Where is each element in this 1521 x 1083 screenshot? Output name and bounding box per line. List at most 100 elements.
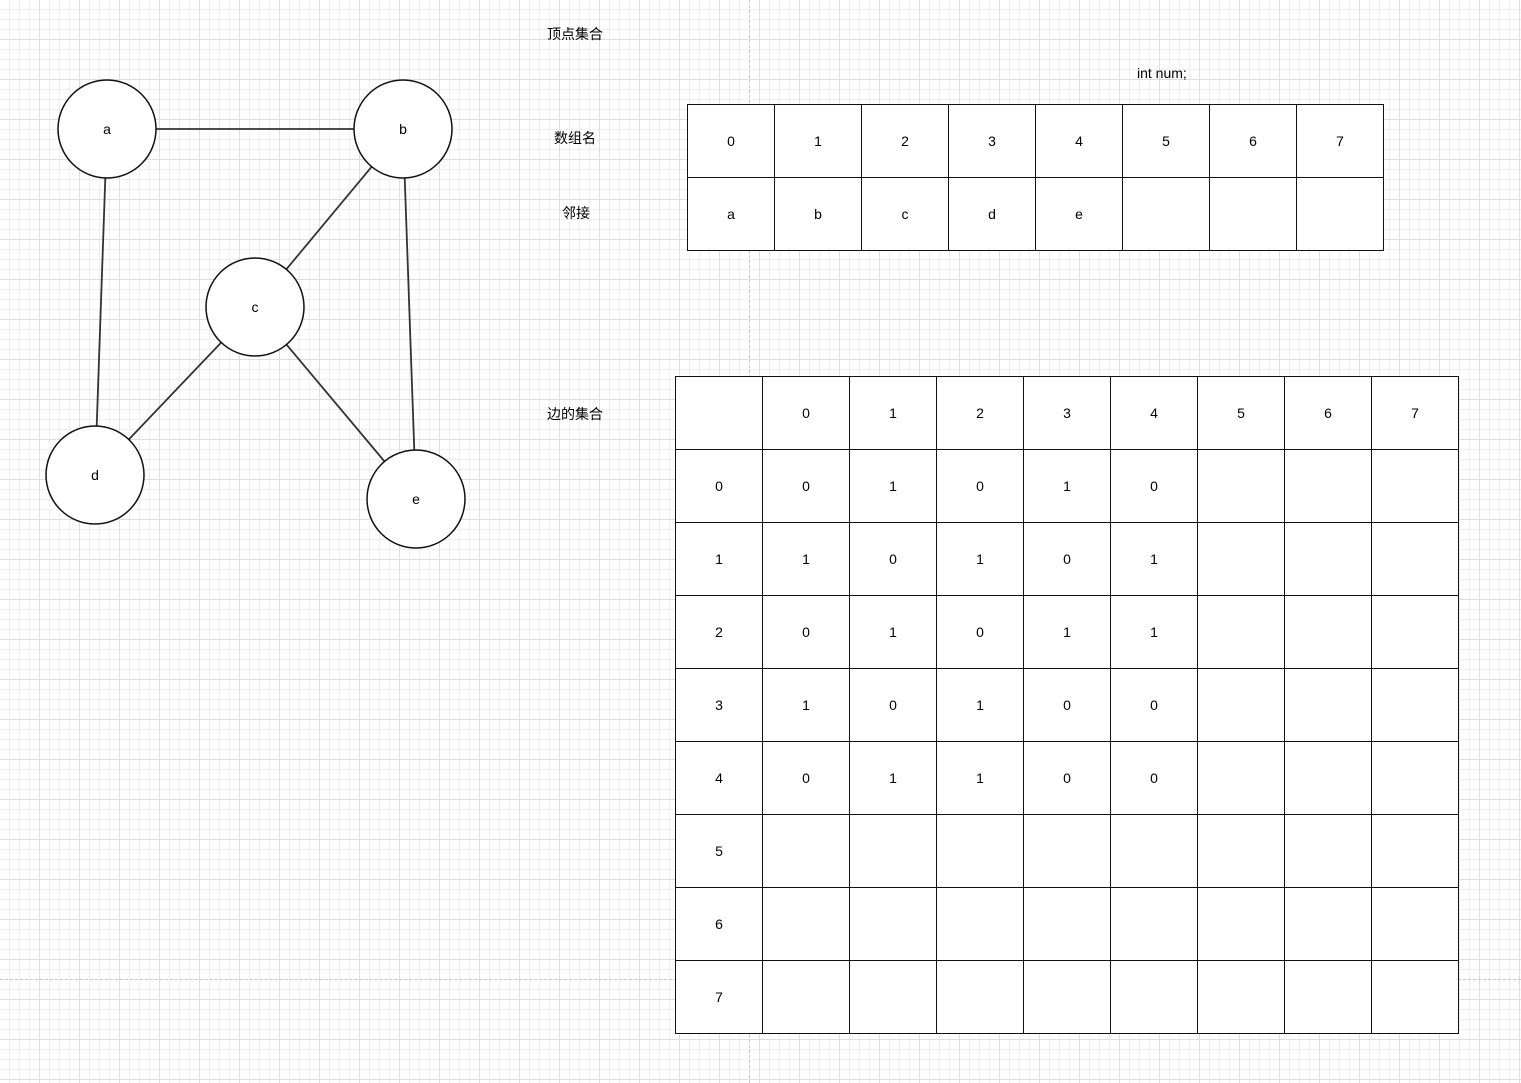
matrix-cell (1197, 668, 1285, 742)
matrix-cell (1197, 449, 1285, 523)
vertex-value-cell: b (774, 177, 862, 251)
matrix-cell: 1 (1023, 449, 1111, 523)
vertex-value-cell: d (948, 177, 1036, 251)
node-label: e (412, 491, 420, 507)
matrix-cell: 0 (849, 668, 937, 742)
matrix-cell: 1 (1110, 595, 1198, 669)
array-name-label: 数组名 (554, 131, 596, 147)
vertex-index-cell: 7 (1296, 104, 1384, 178)
adjacent-label: 邻接 (562, 206, 590, 222)
matrix-cell (1023, 814, 1111, 888)
node-circle (57, 79, 157, 179)
matrix-cell (762, 960, 850, 1034)
edge-set-label: 边的集合 (547, 407, 603, 423)
vertex-index-cell: 6 (1209, 104, 1297, 178)
matrix-cell (1371, 814, 1459, 888)
node-e: e (366, 449, 466, 549)
matrix-col-header: 0 (762, 376, 850, 450)
matrix-cell (1023, 887, 1111, 961)
vertex-set-label: 顶点集合 (547, 27, 603, 43)
matrix-cell (1110, 814, 1198, 888)
matrix-cell: 0 (762, 449, 850, 523)
matrix-cell: 1 (762, 522, 850, 596)
matrix-corner-cell (675, 376, 763, 450)
matrix-cell: 1 (936, 741, 1024, 815)
matrix-cell: 1 (936, 522, 1024, 596)
edge-c-e (285, 343, 386, 463)
matrix-row-header: 4 (675, 741, 763, 815)
matrix-cell: 0 (1110, 741, 1198, 815)
matrix-cell (1197, 960, 1285, 1034)
matrix-col-header: 7 (1371, 376, 1459, 450)
matrix-row-header: 2 (675, 595, 763, 669)
matrix-col-header: 2 (936, 376, 1024, 450)
matrix-cell: 0 (936, 595, 1024, 669)
matrix-cell: 1 (936, 668, 1024, 742)
matrix-cell (1371, 449, 1459, 523)
vertex-value-row: a b c d e (687, 177, 1384, 251)
matrix-row-header: 6 (675, 887, 763, 961)
vertex-value-cell (1296, 177, 1384, 251)
node-label: d (91, 467, 99, 483)
edge-b-c (285, 166, 373, 270)
matrix-cell (1371, 887, 1459, 961)
node-c: c (205, 257, 305, 357)
matrix-cell: 0 (1110, 668, 1198, 742)
matrix-cell (1023, 960, 1111, 1034)
matrix-cell (1371, 595, 1459, 669)
matrix-cell (1284, 449, 1372, 523)
matrix-cell: 1 (1110, 522, 1198, 596)
vertex-value-cell: c (861, 177, 949, 251)
matrix-cell (1284, 595, 1372, 669)
matrix-cell (849, 814, 937, 888)
vertex-index-cell: 2 (861, 104, 949, 178)
matrix-cell (1284, 960, 1372, 1034)
matrix-cell (1197, 595, 1285, 669)
vertex-index-cell: 5 (1122, 104, 1210, 178)
edge-c-d (128, 341, 222, 441)
matrix-cell: 1 (762, 668, 850, 742)
matrix-cell: 1 (849, 595, 937, 669)
edge-b-e (403, 177, 416, 451)
matrix-col-header: 1 (849, 376, 937, 450)
matrix-cell: 0 (1023, 522, 1111, 596)
matrix-cell (1371, 668, 1459, 742)
matrix-row-header: 0 (675, 449, 763, 523)
matrix-cell: 0 (1110, 449, 1198, 523)
matrix-cell (936, 960, 1024, 1034)
matrix-cell (936, 814, 1024, 888)
node-circle (45, 425, 145, 525)
matrix-cell (1284, 522, 1372, 596)
matrix-cell (1284, 887, 1372, 961)
matrix-cell (1284, 668, 1372, 742)
matrix-cell (762, 814, 850, 888)
matrix-cell (1110, 960, 1198, 1034)
node-label: a (103, 121, 111, 137)
node-b: b (353, 79, 453, 179)
graph-diagram: a b c d e (45, 79, 466, 549)
matrix-col-header: 6 (1284, 376, 1372, 450)
matrix-cell (849, 960, 937, 1034)
vertex-value-cell (1122, 177, 1210, 251)
matrix-col-header: 4 (1110, 376, 1198, 450)
matrix-row: 6 (675, 887, 1459, 961)
vertex-index-cell: 4 (1035, 104, 1123, 178)
node-d: d (45, 425, 145, 525)
matrix-row-header: 7 (675, 960, 763, 1034)
vertex-array-table: 0 1 2 3 4 5 6 7 a b c d e (687, 104, 1384, 251)
node-circle (205, 257, 305, 357)
node-circle (353, 79, 453, 179)
node-label: b (399, 121, 407, 137)
matrix-cell (1371, 960, 1459, 1034)
matrix-row-header: 3 (675, 668, 763, 742)
matrix-cell: 1 (1023, 595, 1111, 669)
matrix-cell (1197, 887, 1285, 961)
matrix-cell (1371, 741, 1459, 815)
